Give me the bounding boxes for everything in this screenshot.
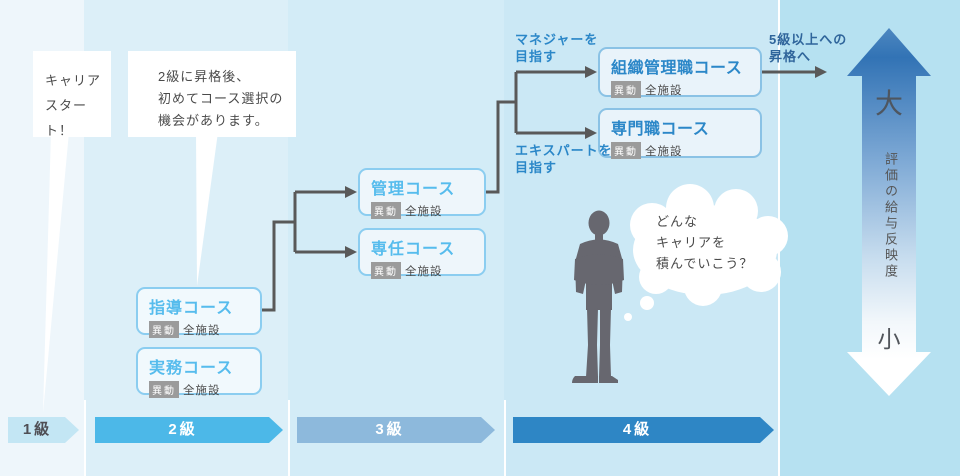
course-meta: 異動全施設: [611, 81, 760, 99]
course-meta: 異動全施設: [149, 321, 260, 339]
course-title: 専任コース: [371, 241, 456, 258]
bubble-line: 2級に昇格後、: [158, 69, 251, 84]
label-aim-expert: エキスパートを 目指す: [515, 142, 613, 176]
course-title: 管理コース: [371, 181, 456, 198]
course-title: 指導コース: [149, 300, 234, 317]
course-box-senmonshoku: 専門職コース 異動全施設: [598, 108, 762, 160]
course-scope: 全施設: [645, 146, 683, 158]
transfer-badge: 異動: [371, 202, 401, 219]
label-line: 5級以上への: [769, 32, 848, 47]
course-box-jitsumu: 実務コース 異動全施設: [136, 347, 262, 398]
course-box-shidou: 指導コース 異動全施設: [136, 287, 262, 338]
career-start-bubble: キャリア スタート！: [33, 51, 111, 138]
thought-line: 積んでいこう？: [656, 256, 754, 271]
course-title: 実務コース: [149, 360, 234, 377]
transfer-badge: 異動: [611, 81, 641, 98]
course-box-soshiki-kanrishoku: 組織管理職コース 異動全施設: [598, 47, 762, 99]
salary-axis-min: 小: [877, 326, 901, 352]
bubble-line: キャリア: [45, 73, 102, 88]
bubble-line: スタート！: [45, 98, 88, 138]
label-line: 昇格へ: [769, 49, 812, 64]
course-scope: 全施設: [405, 266, 443, 278]
course-title: 組織管理職コース: [611, 60, 743, 77]
salary-axis-label: 評価の給与反映度: [883, 152, 898, 280]
course-box-kanri: 管理コース 異動全施設: [358, 168, 486, 219]
background-band-level5: [778, 0, 960, 476]
thought-line: キャリアを: [656, 235, 727, 250]
bubble-line: 機会があります。: [158, 113, 269, 128]
label-line: エキスパートを: [515, 143, 613, 158]
band-divider: [84, 400, 86, 476]
course-meta: 異動全施設: [149, 381, 260, 399]
level-chevron-1: 1級: [8, 417, 79, 443]
transfer-badge: 異動: [611, 142, 641, 159]
course-selection-bubble: 2級に昇格後、 初めてコース選択の 機会があります。: [128, 51, 296, 137]
course-scope: 全施設: [405, 206, 443, 218]
thought-bubble-text: どんな キャリアを 積んでいこう？: [656, 211, 753, 274]
level-chevron-4: 4級: [513, 417, 774, 443]
salary-axis-max: 大: [874, 88, 903, 119]
bubble-line: 初めてコース選択の: [158, 91, 284, 106]
band-divider: [288, 400, 290, 476]
course-meta: 異動全施設: [611, 142, 760, 160]
level-chevron-2: 2級: [95, 417, 283, 443]
course-scope: 全施設: [183, 385, 221, 397]
course-meta: 異動全施設: [371, 202, 484, 220]
label-line: 目指す: [515, 160, 558, 175]
transfer-badge: 異動: [149, 381, 179, 398]
thought-line: どんな: [656, 214, 699, 229]
label-promotion-level5: 5級以上への 昇格へ: [769, 31, 847, 65]
transfer-badge: 異動: [371, 262, 401, 279]
course-meta: 異動全施設: [371, 262, 484, 280]
label-line: 目指す: [515, 49, 558, 64]
transfer-badge: 異動: [149, 321, 179, 338]
level-chevron-3: 3級: [297, 417, 495, 443]
course-scope: 全施設: [645, 85, 683, 97]
course-scope: 全施設: [183, 325, 221, 337]
label-aim-manager: マネジャーを 目指す: [515, 31, 598, 65]
band-divider: [504, 400, 506, 476]
course-title: 専門職コース: [611, 121, 710, 138]
course-box-sennin: 専任コース 異動全施設: [358, 228, 486, 279]
label-line: マネジャーを: [515, 32, 599, 47]
band-divider: [778, 0, 780, 476]
